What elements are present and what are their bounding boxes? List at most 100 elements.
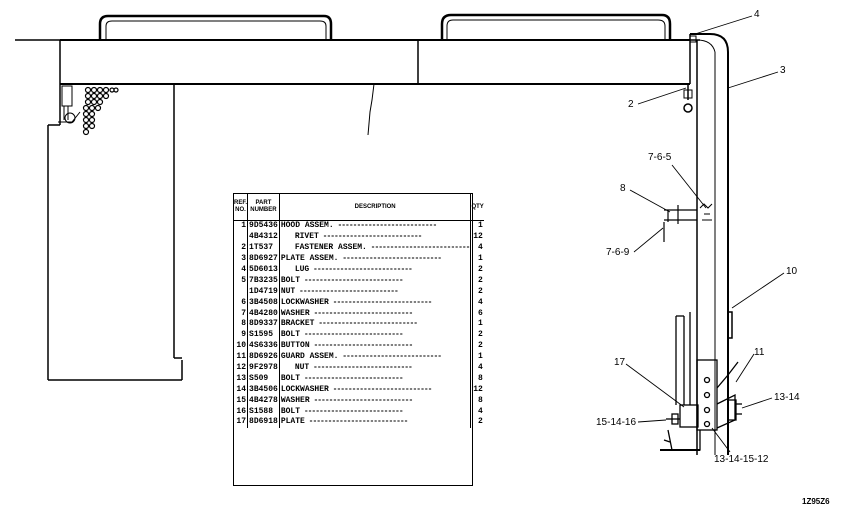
qty-cell: 2 bbox=[478, 265, 483, 274]
header-description: DESCRIPTION bbox=[279, 194, 472, 221]
callout-8: 8 bbox=[620, 183, 626, 194]
description-cell: BOLT -------------------------- bbox=[279, 329, 472, 341]
qty-cell: 12 bbox=[473, 384, 483, 394]
qty-cell: 2 bbox=[478, 275, 483, 285]
ref-no-cell: 17 bbox=[234, 417, 248, 428]
part-number-cell: 9F2978 bbox=[247, 362, 280, 374]
callout-4: 4 bbox=[754, 9, 760, 20]
description-text: WASHER bbox=[280, 308, 310, 318]
description-text: HOOD ASSEM. bbox=[280, 221, 334, 231]
callout-7-6-9: 7-6-9 bbox=[606, 247, 630, 258]
part-number-cell: 9D5436 bbox=[247, 220, 280, 232]
part-number-cell: 8D6918 bbox=[247, 417, 280, 428]
description-cell: HOOD ASSEM. -------------------------- bbox=[279, 220, 472, 232]
leader-dots: -------------------------- bbox=[295, 286, 399, 296]
header-qty: QTY bbox=[470, 194, 484, 221]
qty-cell: 12 bbox=[473, 232, 483, 242]
leader-dots: -------------------------- bbox=[338, 352, 442, 362]
description-text: PLATE bbox=[280, 417, 305, 427]
ref-no-cell: 5 bbox=[234, 275, 248, 287]
part-number-cell: 3B4506 bbox=[247, 384, 280, 396]
part-number-cell: 1T537 bbox=[247, 242, 280, 254]
leader-dots: -------------------------- bbox=[309, 308, 413, 318]
ref-no-cell: 1 bbox=[234, 220, 248, 232]
callout-3: 3 bbox=[780, 65, 786, 76]
description-text: BOLT bbox=[280, 406, 301, 416]
ref-no-cell: 4 bbox=[234, 264, 248, 276]
ref-no-cell: 13 bbox=[234, 373, 248, 385]
part-number-cell: 1D4719 bbox=[247, 286, 280, 298]
qty-cell: 1 bbox=[478, 254, 483, 264]
part-number-cell: S1588 bbox=[247, 406, 280, 418]
description-text: BUTTON bbox=[280, 341, 310, 351]
ref-no-cell: 6 bbox=[234, 297, 248, 309]
description-cell: NUT -------------------------- bbox=[279, 286, 472, 298]
leader-dots: -------------------------- bbox=[304, 417, 409, 427]
qty-cell: 8 bbox=[478, 395, 483, 405]
leader-dots: -------------------------- bbox=[333, 221, 437, 231]
description-text: FASTENER ASSEM. bbox=[294, 243, 367, 253]
qty-cell: 1 bbox=[478, 352, 483, 362]
qty-cell: 2 bbox=[478, 417, 483, 427]
description-cell: FASTENER ASSEM. ------------------------… bbox=[279, 242, 472, 254]
ref-no-cell: 10 bbox=[234, 340, 248, 352]
description-text: BRACKET bbox=[280, 319, 315, 329]
ref-no-cell bbox=[234, 286, 248, 298]
description-text: NUT bbox=[280, 286, 296, 296]
parts-table-header: REF. NO. PART NUMBER DESCRIPTION QTY bbox=[234, 194, 484, 221]
leader-dots: -------------------------- bbox=[300, 406, 404, 416]
ref-no-cell: 7 bbox=[234, 308, 248, 320]
header-ref-no: REF. NO. bbox=[234, 194, 248, 221]
description-cell: PLATE -------------------------- bbox=[279, 417, 472, 428]
part-number-cell: 8D6926 bbox=[247, 351, 280, 363]
leader-dots: -------------------------- bbox=[318, 232, 423, 242]
description-text: WASHER bbox=[280, 395, 310, 405]
qty-cell: 2 bbox=[478, 341, 483, 351]
part-number-cell: 7B3235 bbox=[247, 275, 280, 287]
part-number-cell: 4B4280 bbox=[247, 308, 280, 320]
part-number-cell: 3B4508 bbox=[247, 297, 280, 309]
description-cell: WASHER -------------------------- bbox=[279, 308, 472, 320]
description-cell: PLATE ASSEM. -------------------------- bbox=[279, 253, 472, 265]
callout-15-14-16: 15-14-16 bbox=[596, 417, 637, 428]
callout-13-14: 13-14 bbox=[774, 392, 800, 403]
ref-no-cell bbox=[234, 231, 248, 243]
callout-17: 17 bbox=[614, 357, 626, 368]
description-text: NUT bbox=[294, 363, 310, 373]
callout-2: 2 bbox=[628, 99, 634, 110]
description-text: LUG bbox=[294, 265, 310, 274]
qty-cell: 1 bbox=[478, 221, 483, 231]
description-text: LOCKWASHER bbox=[280, 297, 329, 307]
description-cell: GUARD ASSEM. -------------------------- bbox=[279, 351, 472, 363]
description-cell: BRACKET -------------------------- bbox=[279, 319, 472, 330]
qty-cell: 6 bbox=[478, 308, 483, 318]
description-cell: RIVET -------------------------- bbox=[279, 231, 472, 243]
ref-no-cell: 2 bbox=[234, 242, 248, 254]
callout-13-14-15-12: 13-14-15-12 bbox=[714, 454, 769, 465]
description-cell: BOLT -------------------------- bbox=[279, 275, 472, 287]
callout-7-6-5: 7-6-5 bbox=[648, 152, 672, 163]
ref-no-cell: 3 bbox=[234, 253, 248, 265]
leader-dots: -------------------------- bbox=[328, 297, 433, 307]
description-text: RIVET bbox=[294, 232, 319, 242]
qty-cell: 2 bbox=[478, 286, 483, 296]
description-text: LOCKWASHER bbox=[280, 384, 329, 394]
ref-no-cell: 11 bbox=[234, 351, 248, 363]
